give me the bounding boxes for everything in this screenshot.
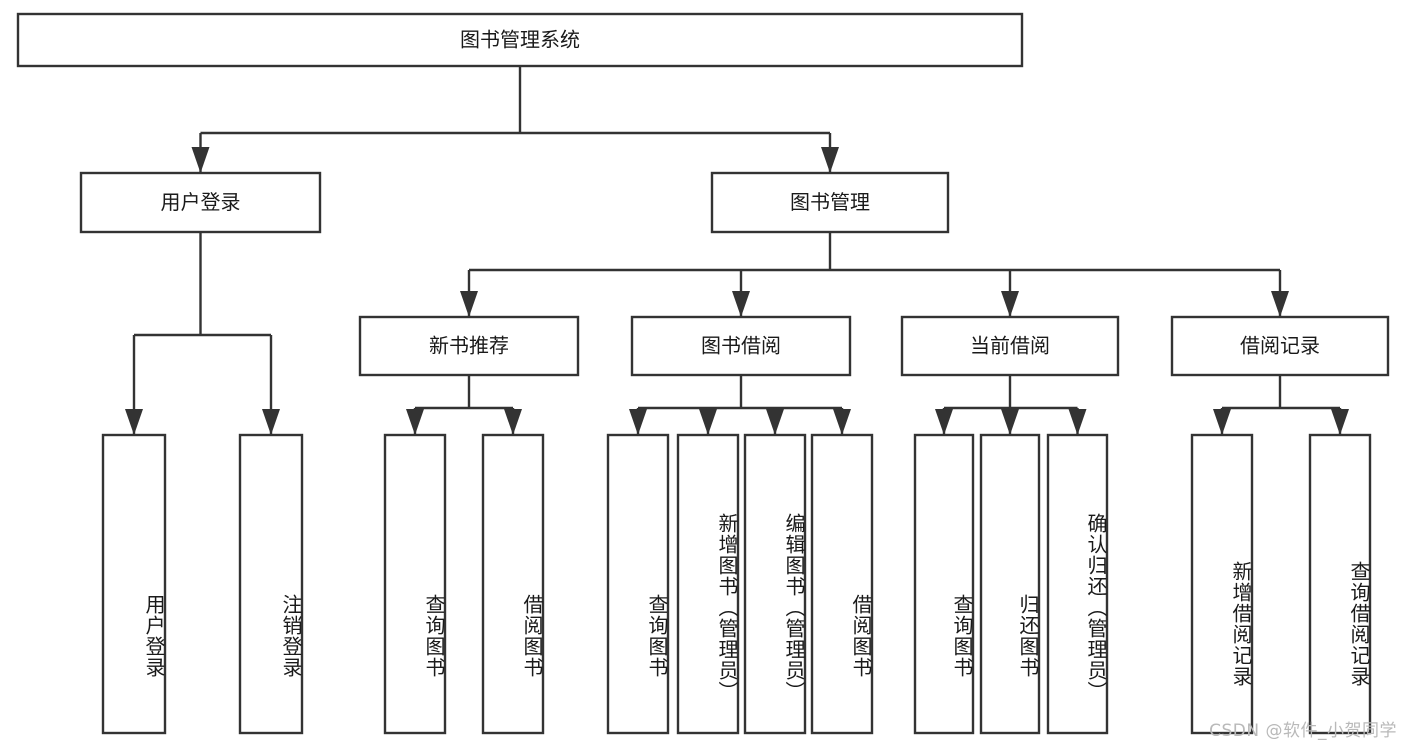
node-box-n-user-login[interactable] bbox=[79, 171, 322, 234]
arrow-head-n-user-login bbox=[191, 147, 210, 173]
node-label-n-book-mgmt: 图书管理 bbox=[790, 190, 870, 214]
node-box-l-query-book-1[interactable] bbox=[383, 433, 447, 735]
node-box-l-return-book[interactable] bbox=[979, 433, 1041, 735]
node-box-l-query-record[interactable] bbox=[1308, 433, 1372, 735]
arrow-head-n-book-borrow bbox=[732, 291, 750, 317]
node-box-l-edit-book[interactable] bbox=[743, 433, 807, 735]
node-box-layer bbox=[16, 12, 1390, 735]
node-box-l-query-book-3[interactable] bbox=[913, 433, 975, 735]
arrow-head-n-borrow-record bbox=[1271, 291, 1289, 317]
arrow-head-n-book-mgmt bbox=[821, 147, 839, 173]
node-label-n-user-login: 用户登录 bbox=[161, 190, 241, 214]
arrow-head-l-edit-book bbox=[766, 409, 784, 435]
node-box-root[interactable] bbox=[16, 12, 1024, 68]
arrow-head-l-confirm-return bbox=[1068, 409, 1087, 435]
arrow-head-l-query-book-2 bbox=[629, 409, 647, 435]
node-label-n-current-borrow: 当前借阅 bbox=[970, 334, 1050, 358]
node-box-l-borrow-book-2[interactable] bbox=[810, 433, 874, 735]
arrow-head-n-current-borrow bbox=[1001, 291, 1019, 317]
arrow-head-l-add-book bbox=[699, 409, 717, 435]
node-label-root: 图书管理系统 bbox=[460, 28, 580, 52]
node-box-l-borrow-book-1[interactable] bbox=[481, 433, 545, 735]
node-box-l-confirm-return[interactable] bbox=[1046, 433, 1109, 735]
node-box-n-new-book-rec[interactable] bbox=[358, 315, 580, 377]
arrow-head-n-new-book-rec bbox=[460, 291, 478, 317]
node-box-l-add-record[interactable] bbox=[1190, 433, 1254, 735]
node-box-l-logout[interactable] bbox=[238, 433, 304, 735]
arrow-head-l-borrow-book-1 bbox=[504, 409, 522, 435]
node-box-l-user-login[interactable] bbox=[101, 433, 167, 735]
node-label-n-book-borrow: 图书借阅 bbox=[701, 334, 781, 358]
node-box-l-query-book-2[interactable] bbox=[606, 433, 670, 735]
arrow-head-l-borrow-book-2 bbox=[833, 409, 851, 435]
node-box-l-add-book[interactable] bbox=[676, 433, 740, 735]
arrow-head-l-logout bbox=[262, 409, 280, 435]
node-box-n-borrow-record[interactable] bbox=[1170, 315, 1390, 377]
arrow-head-l-user-login bbox=[125, 409, 143, 435]
node-label-n-borrow-record: 借阅记录 bbox=[1240, 334, 1320, 358]
arrow-head-l-query-book-3 bbox=[935, 409, 953, 435]
node-label-n-new-book-rec: 新书推荐 bbox=[429, 334, 509, 358]
node-box-n-book-borrow[interactable] bbox=[630, 315, 852, 377]
arrow-head-l-add-record bbox=[1213, 409, 1231, 435]
arrow-head-l-return-book bbox=[1001, 409, 1019, 435]
arrow-head-l-query-record bbox=[1331, 409, 1349, 435]
connector-layer bbox=[125, 66, 1349, 435]
arrow-head-l-query-book-1 bbox=[406, 409, 424, 435]
node-box-n-book-mgmt[interactable] bbox=[710, 171, 950, 234]
node-box-n-current-borrow[interactable] bbox=[900, 315, 1120, 377]
csdn-watermark: CSDN @软件_小贺同学 bbox=[1209, 721, 1397, 741]
